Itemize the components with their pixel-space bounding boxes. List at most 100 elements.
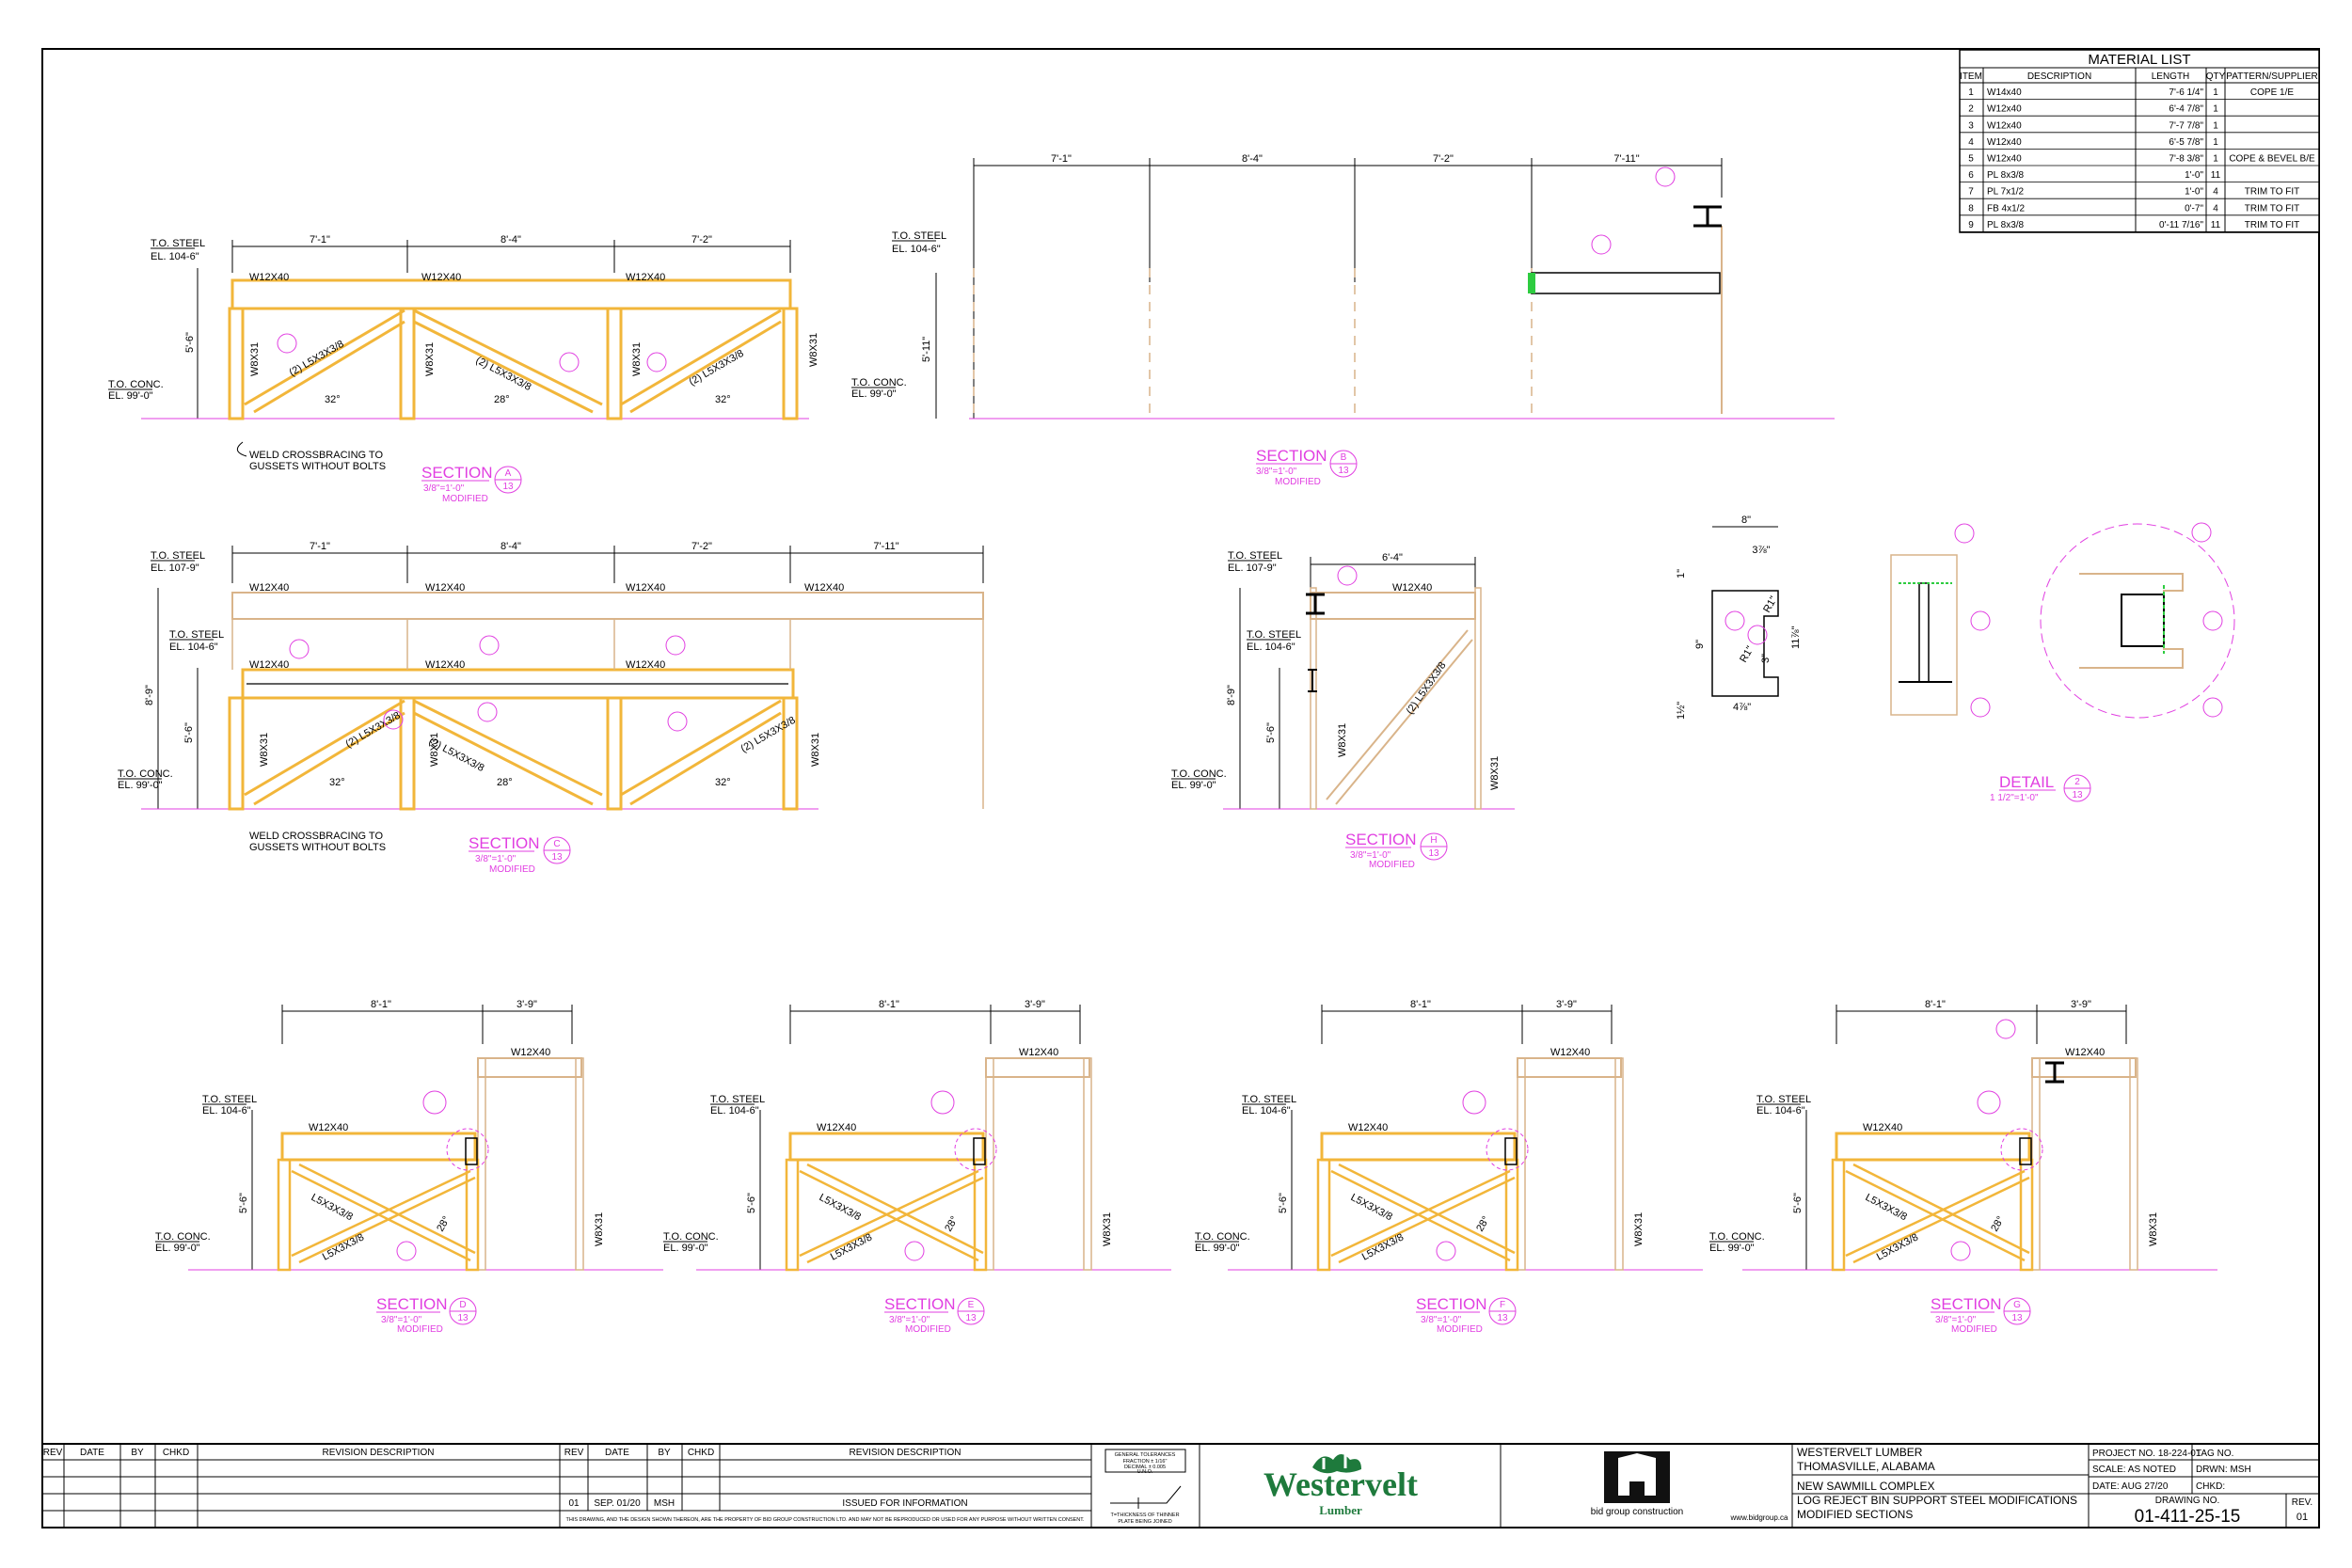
dim-7-2: 7'-2": [1433, 153, 1454, 165]
section-scale: 3/8"=1'-0": [1421, 1315, 1462, 1325]
det-dim: 11⅞": [1790, 626, 1802, 649]
section-scale: 3/8"=1'-0": [1256, 467, 1297, 477]
sheet-ref: 13: [457, 1313, 469, 1323]
material-list-cell: W12x40: [1987, 120, 2022, 131]
dim-7-1: 7'-1": [310, 541, 330, 552]
material-list-cell: 1'-0": [2185, 187, 2203, 198]
section-a: 7'-1" 8'-4" 7'-2" T.O. STEEL EL. 104-6" …: [108, 234, 819, 504]
dim-3-9: 3'-9": [1556, 999, 1577, 1010]
det-dim: 1½": [1676, 702, 1687, 720]
rev-cell: ISSUED FOR INFORMATION: [842, 1498, 967, 1509]
ml-header-length: LENGTH: [2152, 71, 2190, 82]
drawing-title: MODIFIED SECTIONS: [1797, 1508, 1913, 1521]
drawing-number: 01-411-25-15: [2135, 1507, 2241, 1527]
to-steel-label: T.O. STEEL: [1242, 1094, 1296, 1105]
elevation-label: EL. 104-6": [710, 1105, 759, 1117]
elevation-label: EL. 104-6": [892, 244, 941, 255]
beam-label: W12X40: [425, 582, 465, 594]
tolerances-line: U.N.O.: [1137, 1469, 1153, 1475]
material-list-cell: 1: [2213, 154, 2218, 165]
section-modified: MODIFIED: [1275, 477, 1321, 487]
material-list-cell: 1'-0": [2185, 170, 2203, 181]
brace-label: L5X3X3/8: [1875, 1231, 1920, 1262]
material-list-cell: 6: [1968, 170, 1974, 181]
beam-label: W12X40: [1348, 1122, 1388, 1133]
beam-label: W12X40: [511, 1047, 550, 1058]
property-note: THIS DRAWING, AND THE DESIGN SHOWN THERE…: [565, 1517, 1085, 1523]
material-list-cell: 1: [2213, 87, 2218, 98]
material-list-cell: 6'-5 7/8": [2169, 137, 2203, 148]
section-letter: F: [1500, 1300, 1505, 1310]
section-c: 7'-1" 8'-4" 7'-2" 7'-11" T.O. STEEL EL. …: [118, 541, 984, 875]
checked-by: CHKD:: [2196, 1481, 2225, 1492]
dim-7-1: 7'-1": [310, 234, 330, 245]
elevation-label: EL. 99'-0": [118, 780, 163, 791]
westervelt-logo: Westervelt Lumber: [1263, 1454, 1418, 1517]
weld-note: WELD CROSSBRACING TO: [249, 450, 383, 461]
rev-header: REV: [43, 1448, 63, 1458]
material-list-cell: 0'-7": [2185, 203, 2203, 214]
project-number: PROJECT NO. 18-224-01: [2092, 1449, 2201, 1459]
tag-number: TAG NO.: [2196, 1449, 2233, 1459]
rev-header: CHKD: [688, 1448, 714, 1458]
weld-note: WELD CROSSBRACING TO: [249, 831, 383, 842]
material-list-cell: 0'-11 7/16": [2159, 220, 2203, 230]
section-title: SECTION: [421, 464, 493, 482]
section-title: SECTION: [376, 1295, 448, 1313]
to-conc-label: T.O. CONC.: [155, 1231, 211, 1243]
brace-label: (2) L5X3X3/8: [688, 348, 746, 388]
material-list-cell: 4: [1968, 137, 1974, 148]
column-label: W8X31: [594, 1212, 605, 1246]
dim-5-6: 5'-6": [238, 1193, 249, 1213]
section-modified: MODIFIED: [397, 1324, 443, 1335]
sheet-ref: 13: [1428, 848, 1439, 859]
title-block: REV DATE BY CHKD REVISION DESCRIPTION RE…: [41, 1443, 2320, 1528]
column-label: W8X31: [2148, 1212, 2159, 1246]
det-dim: 1": [1676, 569, 1687, 578]
thickness-note: PLATE BEING JOINED: [1118, 1519, 1171, 1525]
dim-5-6: 5'-6": [184, 332, 196, 353]
rev-number: 01: [2296, 1512, 2308, 1523]
logo-lumber-text: Lumber: [1319, 1503, 1362, 1517]
dim-7-11: 7'-11": [1613, 153, 1639, 165]
rev-header: DATE: [605, 1448, 629, 1458]
section-scale: 3/8"=1'-0": [1350, 850, 1391, 861]
material-list-cell: 1: [2213, 104, 2218, 115]
detail-number: 2: [2074, 777, 2080, 787]
material-list-cell: 2: [1968, 104, 1974, 115]
section-modified: MODIFIED: [1369, 860, 1415, 870]
material-list-cell: W12x40: [1987, 137, 2022, 148]
detail-2: 8" 3⅞" 9" 1" 11⅞" 1½" 4⅞" R1" R1" 3" DET…: [1676, 515, 2235, 803]
scale-info: SCALE: AS NOTED: [2092, 1465, 2176, 1475]
dim-8-1: 8'-1": [1925, 999, 1946, 1010]
elevation-label: EL. 104-6": [1242, 1105, 1291, 1117]
to-steel-label: T.O. STEEL: [151, 238, 205, 249]
dim-7-2: 7'-2": [691, 541, 712, 552]
rev-cell: SEP. 01/20: [594, 1498, 641, 1509]
angle-label: 28°: [497, 777, 513, 788]
elevation-label: EL. 99'-0": [1709, 1243, 1755, 1254]
weld-note: GUSSETS WITHOUT BOLTS: [249, 842, 386, 853]
section-modified: MODIFIED: [442, 494, 488, 504]
to-conc-label: T.O. CONC.: [851, 377, 907, 388]
angle-label: 28°: [943, 1214, 961, 1233]
material-list-cell: W12x40: [1987, 154, 2022, 165]
brace-label: L5X3X3/8: [1349, 1192, 1394, 1223]
rev-header: REVISION DESCRIPTION: [323, 1448, 435, 1458]
beam-label: W12X40: [626, 659, 665, 671]
section-title: SECTION: [1345, 831, 1417, 848]
dim-5-11: 5'-11": [921, 337, 932, 362]
det-dim: 8": [1741, 515, 1751, 526]
material-list-cell: 7'-6 1/4": [2169, 87, 2203, 98]
sheet-ref: 13: [965, 1313, 977, 1323]
rev-header: CHKD: [163, 1448, 189, 1458]
to-conc-label: T.O. CONC.: [663, 1231, 719, 1243]
section-letter: D: [459, 1300, 466, 1310]
ml-header-description: DESCRIPTION: [2027, 71, 2091, 82]
dim-7-2: 7'-2": [691, 234, 712, 245]
dim-8-9: 8'-9": [144, 685, 155, 705]
material-list-cell: 8: [1968, 203, 1974, 214]
dim-8-1: 8'-1": [879, 999, 899, 1010]
rev-header: REVISION DESCRIPTION: [850, 1448, 961, 1458]
